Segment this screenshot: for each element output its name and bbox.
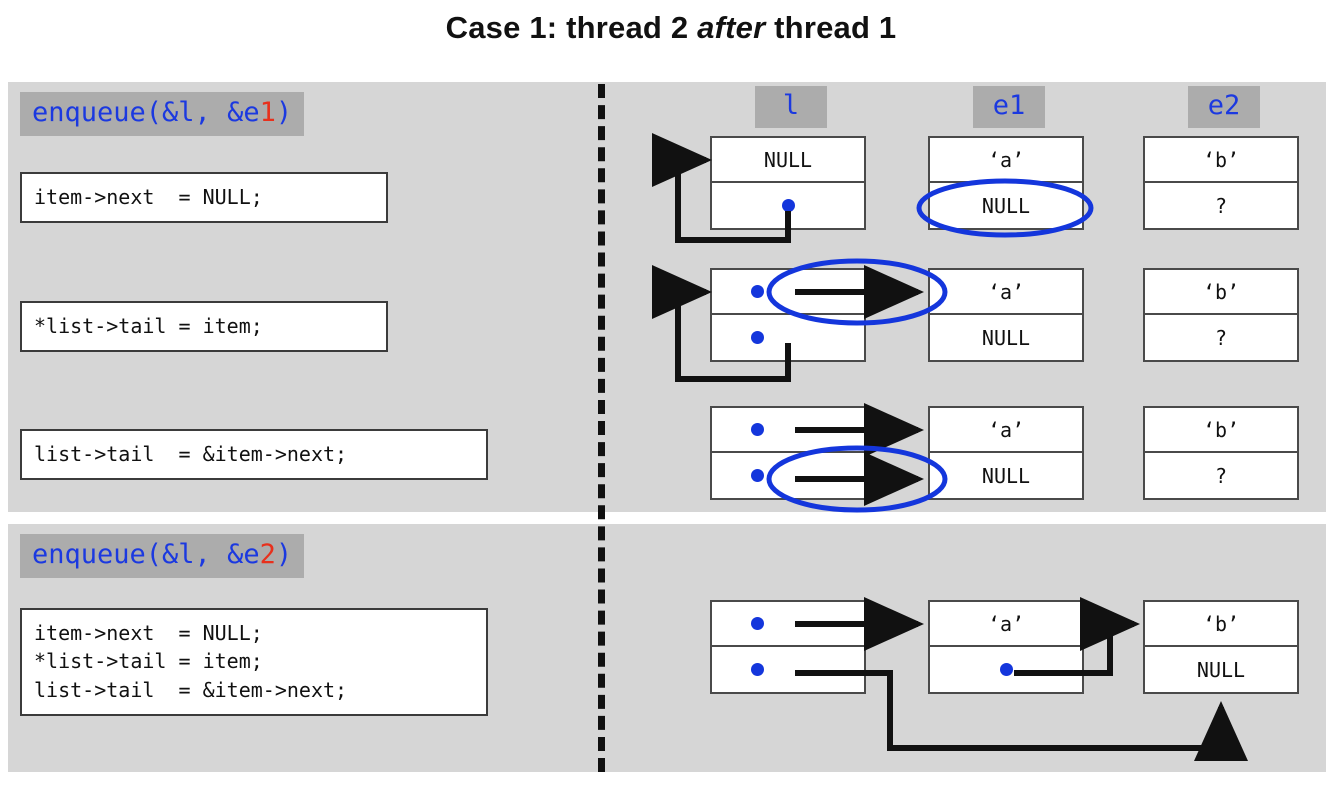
column-header-e2: e2 <box>1188 86 1260 128</box>
struct-e2-row1: ‘b’ ? <box>1143 136 1299 230</box>
struct-e2-row3: ‘b’ ? <box>1143 406 1299 500</box>
pointer-dot <box>999 663 1013 676</box>
cell-l-row4-top <box>712 602 864 647</box>
code-step-1-2: *list->tail = item; <box>20 301 388 353</box>
struct-l-row3 <box>710 406 866 500</box>
struct-l-row2 <box>710 268 866 362</box>
cell-e1-row1-bottom: NULL <box>981 193 1031 218</box>
cell-e1-row3-bottom: NULL <box>981 463 1031 488</box>
code-step-1-3: list->tail = &item->next; <box>20 429 488 481</box>
cell-e2-row3-top: ‘b’ <box>1145 408 1297 453</box>
cell-l-row3-top <box>712 408 864 453</box>
cell-e2-row2-top: ‘b’ <box>1145 270 1297 315</box>
cell-l-row1-bottom <box>712 183 864 228</box>
cell-e1-row1-top: ‘a’ <box>930 138 1082 183</box>
section-header-thread1-accent: 1 <box>259 97 276 128</box>
pointer-dot <box>750 469 764 482</box>
cell-e2-row3-bottom: ? <box>1214 463 1228 488</box>
cell-e2-row4-bottom: NULL <box>1196 657 1246 682</box>
cell-e1-row3-top: ‘a’ <box>930 408 1082 453</box>
cell-l-row2-top <box>712 270 864 315</box>
section-header-thread2: enqueue(&l, &e2) <box>20 534 305 578</box>
cell-e1-row4-top: ‘a’ <box>930 602 1082 647</box>
struct-e1-row1: ‘a’ NULL <box>928 136 1084 230</box>
page-title: Case 1: thread 2 after thread 1 <box>0 10 1342 46</box>
section-header-thread2-accent: 2 <box>259 539 276 570</box>
cell-e2-row2-bottom: ? <box>1214 325 1228 350</box>
cell-l-row2-bottom <box>712 315 864 360</box>
cell-e1-row2-bottom: NULL <box>981 325 1031 350</box>
title-prefix: Case 1: thread 2 <box>445 10 698 45</box>
cell-l-row1-top: NULL <box>712 138 864 183</box>
column-header-l: l <box>755 86 827 128</box>
pointer-dot <box>750 285 764 298</box>
cell-l-row3-bottom <box>712 453 864 498</box>
struct-e2-row2: ‘b’ ? <box>1143 268 1299 362</box>
pointer-dot <box>781 199 795 212</box>
pointer-dot <box>750 331 764 344</box>
code-step-1-1: item->next = NULL; <box>20 172 388 224</box>
cell-e2-row1-bottom: ? <box>1214 193 1228 218</box>
section-header-thread1: enqueue(&l, &e1) <box>20 92 305 136</box>
section-header-thread1-after: ) <box>275 97 293 128</box>
struct-e1-row3: ‘a’ NULL <box>928 406 1084 500</box>
struct-l-row4 <box>710 600 866 694</box>
cell-e2-row1-top: ‘b’ <box>1145 138 1297 183</box>
cell-e1-row4-bottom <box>930 647 1082 692</box>
struct-e1-row2: ‘a’ NULL <box>928 268 1084 362</box>
struct-e2-row4: ‘b’ NULL <box>1143 600 1299 694</box>
pointer-dot <box>750 617 764 630</box>
cell-l-row4-bottom <box>712 647 864 692</box>
struct-e1-row4: ‘a’ <box>928 600 1084 694</box>
cell-e2-row4-top: ‘b’ <box>1145 602 1297 647</box>
pointer-dot <box>750 663 764 676</box>
thread-divider <box>598 84 605 772</box>
pointer-dot <box>750 423 764 436</box>
section-header-thread2-before: enqueue(&l, &e <box>32 539 260 570</box>
title-suffix: thread 1 <box>765 10 897 45</box>
cell-e1-row2-top: ‘a’ <box>930 270 1082 315</box>
column-header-e1: e1 <box>973 86 1045 128</box>
section-header-thread2-after: ) <box>275 539 293 570</box>
struct-l-row1: NULL <box>710 136 866 230</box>
title-emphasis: after <box>697 10 766 45</box>
section-header-thread1-before: enqueue(&l, &e <box>32 97 260 128</box>
code-block-thread2: item->next = NULL; *list->tail = item; l… <box>20 608 488 717</box>
